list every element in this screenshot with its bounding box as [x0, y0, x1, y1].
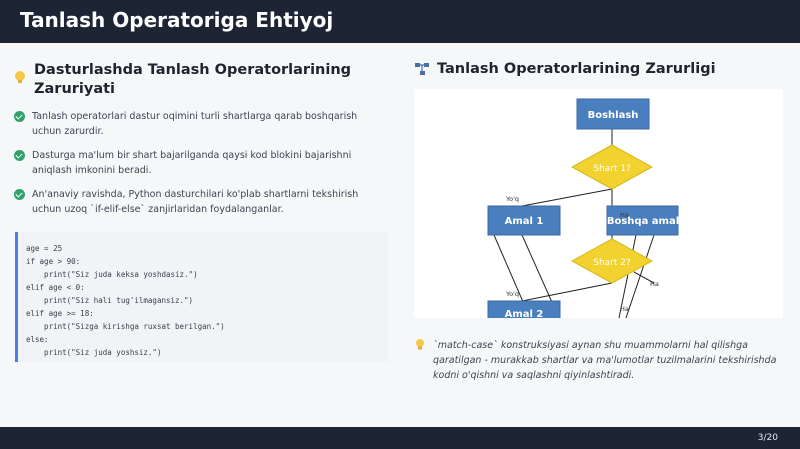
flow-line — [618, 234, 637, 318]
flow-line — [625, 234, 655, 318]
check-icon — [14, 111, 25, 122]
node-cond2-label: Shart 2? — [593, 258, 631, 268]
lightbulb-icon — [15, 71, 25, 83]
node-action2 — [487, 300, 561, 318]
node-cond1 — [570, 144, 654, 190]
flow-line — [521, 282, 613, 302]
flowchart-icon — [415, 63, 429, 75]
tip-note: `match-case` konstruksiyasi aynan shu mu… — [433, 340, 777, 381]
edge-label: Ha — [620, 211, 629, 219]
node-start-label: Boshlash — [588, 110, 639, 121]
edge-label: Ha — [620, 305, 629, 313]
page-title: Tanlash Operatoriga Ehtiyoj — [20, 8, 334, 32]
node-action2-label: Amal 2 — [505, 309, 544, 318]
code-line: print("Sizga kirishga ruxsat berilgan.") — [26, 322, 225, 331]
check-icon — [14, 150, 25, 161]
section-heading-left: Dasturlashda Tanlash Operatorlarining Za… — [34, 62, 352, 97]
code-line: elif age >= 18: — [26, 309, 94, 318]
node-cond1-label: Shart 1? — [593, 164, 631, 174]
footer-bar: 3/20 — [0, 427, 800, 449]
edge-label: Yo'q — [505, 290, 519, 298]
check-icon — [14, 189, 25, 200]
node-start — [576, 98, 650, 130]
bullet-text: Dasturga ma'lum bir shart bajarilganda q… — [32, 150, 352, 176]
flow-line — [521, 188, 613, 207]
header-bar: Tanlash Operatoriga Ehtiyoj — [0, 0, 800, 43]
node-other-label: Boshqa amal — [607, 216, 679, 227]
code-block: age = 25 if age > 90: print("Siz juda ke… — [15, 232, 388, 362]
flowchart-panel: Boshlash Shart 1? Amal 1 Boshqa amal Sha… — [414, 89, 783, 318]
section-heading-right: Tanlash Operatorlarining Zarurligi — [437, 61, 716, 77]
code-line: if age > 90: — [26, 257, 81, 266]
edge-label: Yo'q — [505, 195, 519, 203]
edge-label: Ha — [650, 280, 659, 288]
bullet-text: Tanlash operatorlari dastur oqimini turl… — [32, 111, 358, 137]
code-line: else: — [26, 335, 49, 344]
lightbulb-icon — [416, 339, 424, 350]
code-line: print("Siz juda yoshsiz.") — [26, 348, 162, 357]
node-action1-label: Amal 1 — [505, 216, 544, 227]
code-line: print("Siz hali tug'ilmagansiz.") — [26, 296, 194, 305]
code-line: elif age < 0: — [26, 283, 85, 292]
code-line: age = 25 — [26, 244, 63, 253]
code-line: print("Siz juda keksa yoshdasiz.") — [26, 270, 198, 279]
flow-line — [633, 271, 655, 284]
page-number: 3/20 — [757, 433, 778, 443]
node-other — [606, 205, 679, 236]
node-cond2 — [570, 238, 654, 284]
bullet-text: An'anaviy ravishda, Python dasturchilari… — [32, 189, 359, 215]
node-action1 — [487, 205, 561, 236]
flowchart-diagram: Boshlash Shart 1? Amal 1 Boshqa amal Sha… — [487, 98, 679, 318]
